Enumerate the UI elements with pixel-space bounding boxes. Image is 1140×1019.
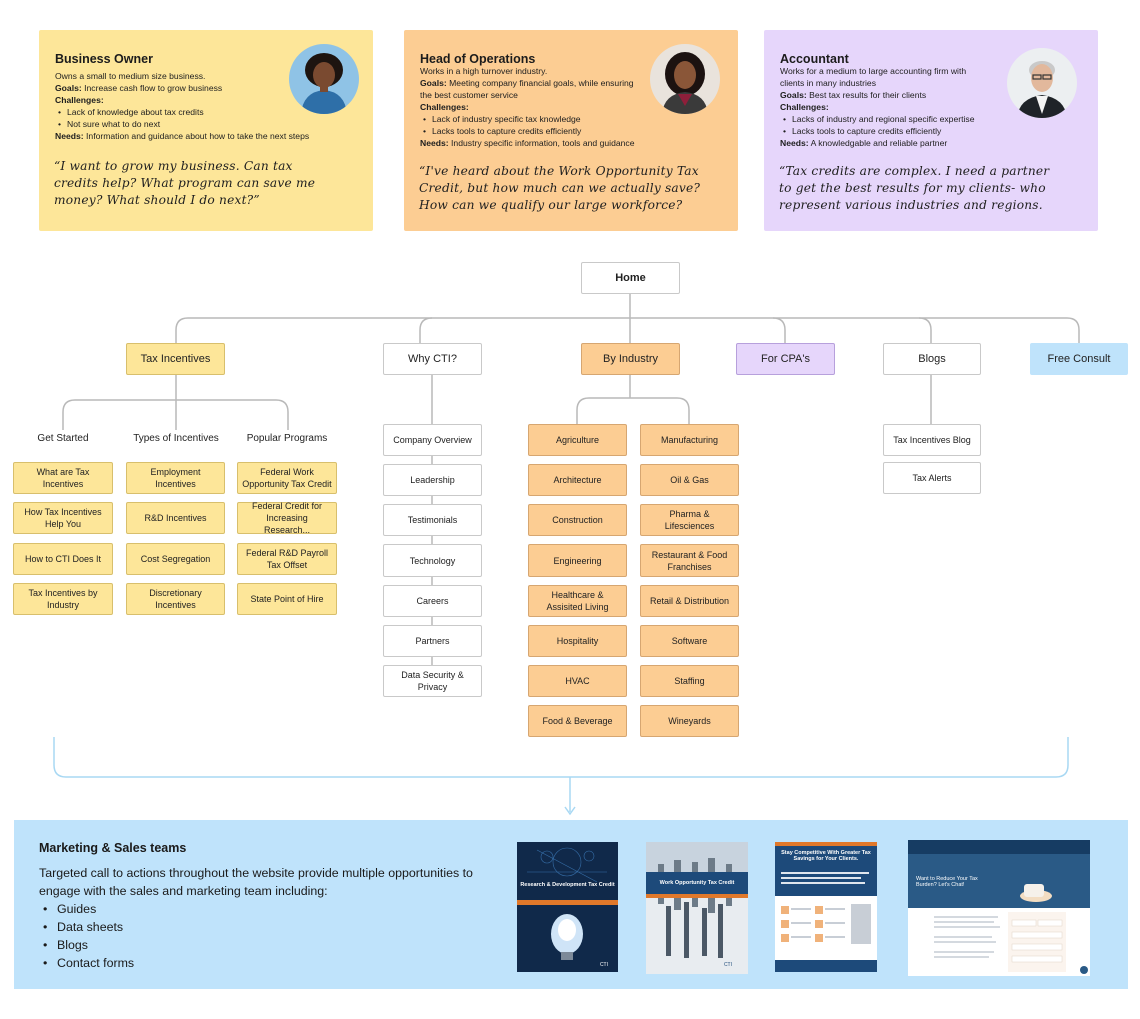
sitemap-leaf: Retail & Distribution (640, 585, 739, 617)
sitemap-leaf: Careers (383, 585, 482, 617)
sitemap-leaf: Agriculture (528, 424, 627, 456)
sitemap-leaf: Testimonials (383, 504, 482, 536)
guide-thumbnail-rd[interactable]: CTI Research & Development Tax Credit (517, 842, 618, 972)
form-headline: Want to Reduce Your Tax Burden? Let's Ch… (916, 876, 978, 888)
sitemap-leaf: Tax Incentives by Industry (13, 583, 113, 615)
marketing-list: Guides Data sheets Blogs Contact forms (43, 900, 134, 972)
group-heading-popular-programs: Popular Programs (246, 433, 328, 444)
guide-thumbnail-wotc[interactable]: CTI Work Opportunity Tax Credit (646, 842, 748, 974)
sitemap-leaf: Federal Work Opportunity Tax Credit (237, 462, 337, 494)
sitemap-leaf: How Tax Incentives Help You (13, 502, 113, 534)
sitemap-leaf: State Point of Hire (237, 583, 337, 615)
marketing-description: Targeted call to actions throughout the … (39, 866, 473, 898)
svg-text:CTI: CTI (600, 962, 608, 968)
list-item: Guides (43, 900, 134, 918)
sitemap-leaf: HVAC (528, 665, 627, 697)
sitemap-leaf: Employment Incentives (126, 462, 225, 494)
persona-details: Owns a small to medium size business. Go… (55, 70, 309, 142)
list-item: Blogs (43, 936, 134, 954)
sitemap-leaf: Hospitality (528, 625, 627, 657)
sitemap-leaf: Company Overview (383, 424, 482, 456)
sitemap-leaf: Manufacturing (640, 424, 739, 456)
sitemap-node-blogs: Blogs (883, 343, 981, 375)
sitemap-connectors (53, 294, 1080, 816)
list-item: Data sheets (43, 918, 134, 936)
challenge-item: Lack of knowledge about tax credits (58, 106, 309, 118)
sitemap-leaf: Oil & Gas (640, 464, 739, 496)
persona-card-business-owner: Business Owner Owns a small to medium si… (39, 30, 373, 231)
persona-name: Head of Operations (420, 52, 536, 66)
sitemap-leaf: Architecture (528, 464, 627, 496)
list-item: Contact forms (43, 954, 134, 972)
sitemap-leaf: Wineyards (640, 705, 739, 737)
sitemap-leaf: Pharma & Lifesciences (640, 504, 739, 536)
sitemap-leaf: Construction (528, 504, 627, 536)
guide-title: Work Opportunity Tax Credit (659, 880, 735, 886)
persona-card-accountant: Accountant Works for a medium to large a… (764, 30, 1098, 231)
sitemap-node-free-consult: Free Consult (1030, 343, 1128, 375)
group-heading-get-started: Get Started (37, 433, 89, 444)
avatar-head-of-operations (650, 44, 720, 114)
persona-details: Works for a medium to large accounting f… (780, 65, 974, 149)
sitemap-node-why-cti: Why CTI? (383, 343, 482, 375)
persona-name: Accountant (780, 52, 849, 66)
persona-card-head-of-operations: Head of Operations Works in a high turno… (404, 30, 738, 231)
challenge-item: Lack of industry specific tax knowledge (423, 113, 634, 125)
sitemap-leaf: Cost Segregation (126, 543, 225, 575)
svg-text:CTI: CTI (724, 962, 732, 968)
sitemap-leaf: Tax Alerts (883, 462, 981, 494)
sitemap-leaf: What are Tax Incentives (13, 462, 113, 494)
avatar-accountant (1007, 48, 1077, 118)
challenge-item: Lacks of industry and regional specific … (783, 113, 975, 125)
sitemap-leaf: Tax Incentives Blog (883, 424, 981, 456)
sitemap-leaf: Healthcare & Assisited Living (528, 585, 627, 617)
persona-quote: “I want to grow my business. Can tax cre… (54, 159, 316, 207)
marketing-title: Marketing & Sales teams (39, 841, 187, 855)
sitemap-leaf: How to CTI Does It (13, 543, 113, 575)
challenges-list: Lack of knowledge about tax credits Not … (55, 106, 309, 130)
avatar-business-owner (289, 44, 359, 114)
challenge-item: Lacks tools to capture credits efficient… (783, 125, 974, 137)
sitemap-leaf: Technology (383, 544, 482, 577)
persona-quote: “I've heard about the Work Opportunity T… (419, 164, 701, 212)
sitemap-node-by-industry: By Industry (581, 343, 680, 375)
sitemap-leaf: Software (640, 625, 739, 657)
sitemap-leaf: Engineering (528, 544, 627, 577)
persona-quote: “Tax credits are complex. I need a partn… (779, 164, 1050, 212)
guide-title: Research & Development Tax Credit (520, 882, 615, 888)
marketing-panel: Marketing & Sales teams Targeted call to… (14, 820, 1128, 989)
challenge-item: Not sure what to do next (58, 118, 309, 130)
challenge-item: Lacks tools to capture credits efficient… (423, 125, 634, 137)
sitemap-node-home: Home (581, 262, 680, 294)
group-heading-types-of-incentives: Types of Incentives (133, 433, 219, 444)
sitemap-leaf: R&D Incentives (126, 502, 225, 534)
persona-name: Business Owner (55, 52, 153, 66)
sitemap-leaf: Staffing (640, 665, 739, 697)
sitemap-leaf: Food & Beverage (528, 705, 627, 737)
challenges-list: Lack of industry specific tax knowledge … (420, 113, 634, 137)
sitemap-leaf: Data Security & Privacy (383, 665, 482, 697)
sitemap-leaf: Discretionary Incentives (126, 583, 225, 615)
challenges-list: Lacks of industry and regional specific … (780, 113, 975, 137)
sitemap-node-tax-incentives: Tax Incentives (126, 343, 225, 375)
datasheet-thumbnail[interactable]: Stay Competitive With Greater Tax Saving… (775, 842, 877, 972)
persona-details: Works in a high turnover industry. Goals… (420, 65, 634, 149)
sitemap-leaf: Partners (383, 625, 482, 657)
sitemap-leaf: Federal Credit for Increasing Research..… (237, 501, 337, 535)
sitemap-leaf: Federal R&D Payroll Tax Offset (237, 543, 337, 575)
sitemap-leaf: Leadership (383, 464, 482, 496)
datasheet-title: Stay Competitive With Greater Tax Saving… (781, 850, 871, 862)
sitemap-leaf: Restaurant & Food Franchises (640, 544, 739, 577)
sitemap-node-for-cpas: For CPA's (736, 343, 835, 375)
contact-form-thumbnail[interactable]: Want to Reduce Your Tax Burden? Let's Ch… (908, 840, 1090, 976)
